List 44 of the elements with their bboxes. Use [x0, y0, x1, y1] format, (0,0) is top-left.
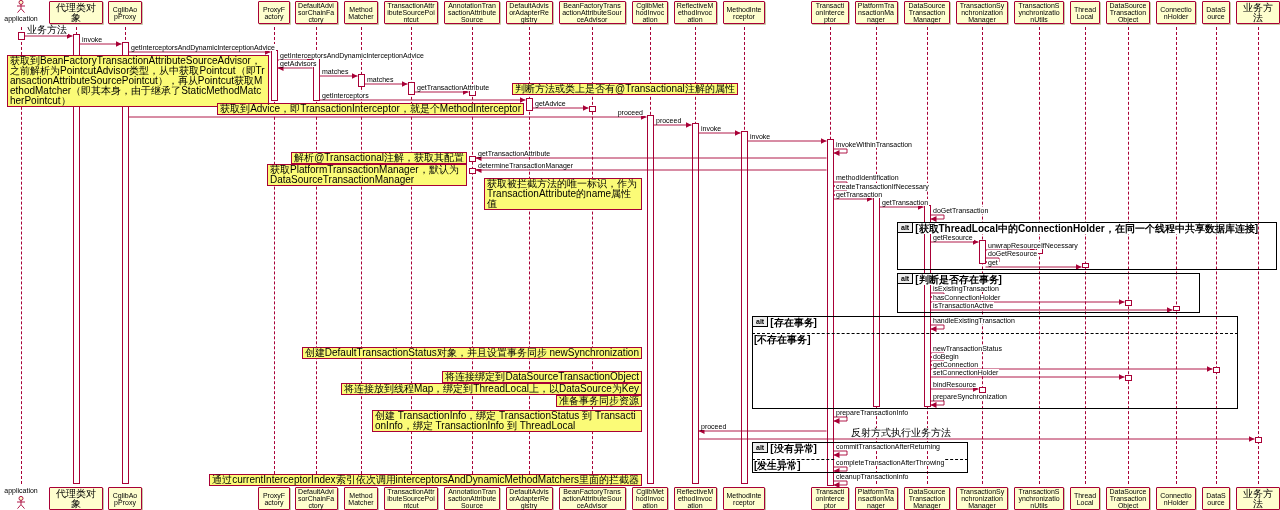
guard-condition: [获取ThreadLocal中的ConnectionHolder，在同一个线程中共享数据库连接] [915, 223, 1258, 234]
guard-condition: [存在事务] [770, 317, 817, 328]
activation-bar [740, 131, 748, 484]
activation-bar [1081, 263, 1089, 268]
activation-bar [588, 106, 596, 112]
participant-box: 业务方法 [1236, 1, 1280, 24]
activation-bar [17, 32, 25, 40]
participant-box: 代理类对象 [49, 1, 103, 24]
activation-bar [357, 74, 365, 87]
note: 解析@Transactional注解，获取其配置 [291, 152, 467, 164]
activation-bar [691, 123, 699, 484]
activation-bar [1124, 375, 1132, 381]
note: 创建DefaultTransactionStatus对象，并且设置事务同步 newSynchronization [301, 347, 642, 359]
activation-bar [1172, 306, 1180, 311]
activation-bar [978, 240, 986, 264]
activation-bar [270, 50, 278, 101]
activation-bar [407, 82, 415, 95]
guard-condition: [判断是否存在事务] [915, 274, 1002, 285]
note: 获取被拦截方法的唯一标识，作为TransactionAttribute的name属性值 [484, 178, 642, 210]
participant-box: 业务方法 [1236, 487, 1280, 510]
activation-bar [1212, 367, 1220, 373]
activation-bar [468, 168, 476, 174]
note: 获取到Advice，即TransactionInterceptor，就是个MethodInterceptor [217, 103, 524, 115]
note: 将连接放到线程Map，绑定到ThreadLocal上，以DataSource为Key [340, 383, 642, 395]
activation-bar [525, 98, 533, 111]
note: 将连接绑定到DataSourceTransactionObject [442, 371, 642, 383]
activation-bar [826, 139, 834, 486]
message-label: 业务方法 [26, 25, 68, 35]
participant-box: 代理类对象 [49, 487, 103, 510]
note: 准备事务同步资源 [556, 395, 642, 407]
activation-bar [646, 115, 654, 484]
guard-condition: [发生异常] [754, 460, 801, 471]
guard-condition: [不存在事务] [754, 334, 811, 345]
message-label: 反射方式执行业务方法 [850, 428, 952, 438]
note: 获取PlatformTransactionManager，默认为DataSourceTransactionManager [267, 164, 467, 186]
activation-bar [1254, 437, 1262, 443]
note: 通过currentInterceptorIndex索引依次调用interceptorsAndDynamicMethodMatchers里面的拦截器 [209, 474, 642, 486]
activation-bar [1124, 300, 1132, 306]
activation-bar [468, 156, 476, 162]
guard-condition: [没有异常] [770, 443, 817, 454]
activation-bar [978, 387, 986, 393]
note: 判断方法或类上是否有@Transactional注解的属性 [512, 83, 738, 95]
activation-bar [872, 197, 880, 407]
note: 创建 TransactionInfo，绑定 TransactionStatus 到 TransactionInfo，绑定 TransactionInfo 到 ThreadLocal [372, 410, 642, 432]
